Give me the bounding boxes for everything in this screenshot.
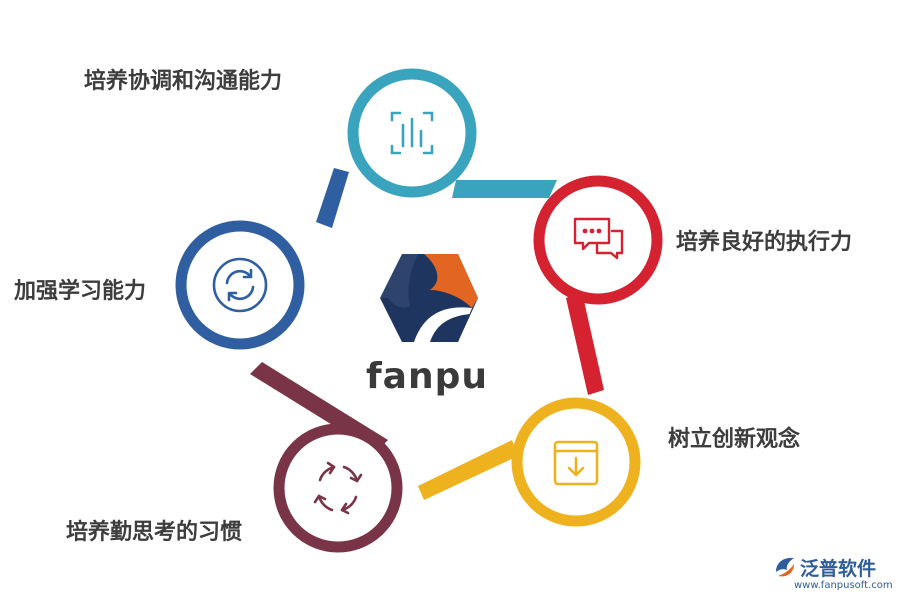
node-4-thinking <box>273 423 403 553</box>
fanpu-watermark-logo-icon <box>776 557 794 577</box>
node-3-label: 树立创新观念 <box>668 427 801 452</box>
connector-3-4 <box>418 440 518 500</box>
watermark: 泛普软件 www.fanpusoft.com <box>772 552 896 596</box>
node-2-label: 培养良好的执行力 <box>676 230 853 255</box>
download-box-icon <box>553 440 599 486</box>
connector-5-1 <box>316 168 349 228</box>
node-5-label: 加强学习能力 <box>14 279 147 304</box>
node-2-execution <box>533 175 663 305</box>
connector-1-2 <box>452 180 557 198</box>
node-4-label: 培养勤思考的习惯 <box>66 520 243 545</box>
connector-2-3 <box>566 292 604 395</box>
node-3-innovation <box>511 397 641 527</box>
chat-bubbles-icon <box>573 217 624 260</box>
refresh-icon <box>212 257 268 313</box>
bar-chart-icon <box>390 111 434 155</box>
watermark-url: www.fanpusoft.com <box>794 580 893 591</box>
fanpu-hexagon-logo-icon <box>380 254 478 342</box>
node-1-label: 培养协调和沟通能力 <box>84 69 283 94</box>
node-1-communication <box>347 68 477 198</box>
center-logo: fanpu <box>366 250 488 410</box>
cycle-arrows-icon <box>313 461 363 515</box>
watermark-name: 泛普软件 <box>800 558 877 580</box>
center-brand-name: fanpu <box>366 356 488 397</box>
node-5-learning <box>175 220 305 350</box>
